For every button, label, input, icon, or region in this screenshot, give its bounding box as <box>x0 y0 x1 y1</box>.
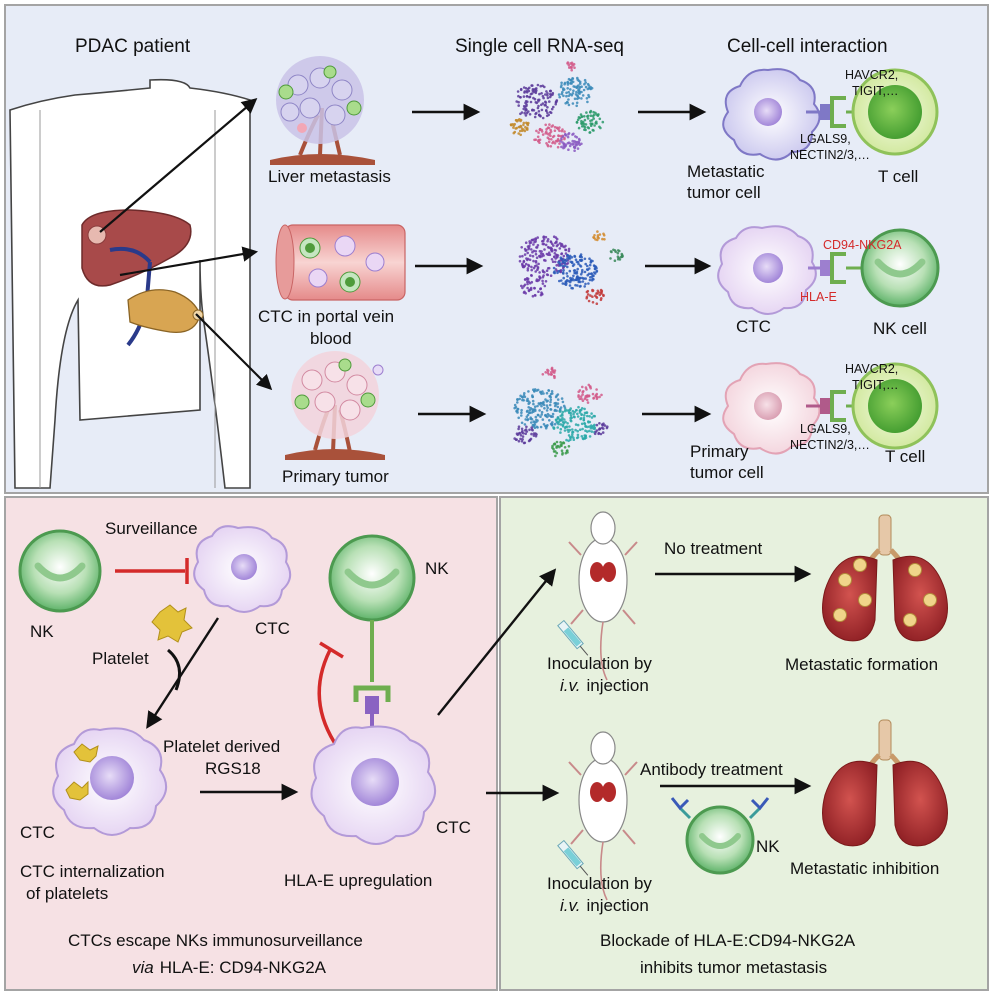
primary-tumor-illustration <box>285 351 385 460</box>
receptor-label-row3-b: TIGIT,… <box>852 378 899 392</box>
ctc-label-internalizing: CTC <box>20 823 55 842</box>
ctc-cell-top <box>193 525 292 613</box>
nk-cell-surveillance <box>18 529 102 613</box>
injection-line-1: i.v. injection <box>560 676 649 695</box>
sample-label-liver: Liver metastasis <box>268 167 391 186</box>
platelet-icon <box>151 604 193 643</box>
right-caption-line1: Blockade of HLA-E:CD94-NKG2A <box>600 931 856 950</box>
antibody-right-icon <box>748 797 770 820</box>
patient-title: PDAC patient <box>75 36 191 57</box>
arrow-to-liver-metastasis <box>99 98 258 233</box>
no-treatment-label: No treatment <box>664 539 763 558</box>
injection-line-2: i.v. injection <box>560 896 649 915</box>
tsne-plot-ctc <box>518 230 624 306</box>
antibody-treatment-label: Antibody treatment <box>640 760 783 779</box>
receptor-label-row1-a: HAVCR2, <box>845 68 898 82</box>
tumor-cell-label-row3-b: tumor cell <box>690 463 764 482</box>
patient-body-illustration <box>9 78 251 489</box>
ctc-label-upregulated: CTC <box>436 818 471 837</box>
nk-label-upregulation: NK <box>425 559 449 578</box>
platelet-derived-label-2: RGS18 <box>205 759 261 778</box>
ctc-cell-internalizing <box>52 727 167 836</box>
arrow-ctc-to-internalization <box>146 617 220 729</box>
inoculation-label-2: Inoculation by <box>547 874 652 893</box>
nk-cell-antibody <box>670 797 770 875</box>
mouse-treated-illustration <box>557 731 638 901</box>
tumor-cell-label-row1-b: tumor cell <box>687 183 761 202</box>
ligand-label-row3-a: LGALS9, <box>800 422 851 436</box>
arrow-to-ctc <box>119 246 259 277</box>
ctc-label-top: CTC <box>255 619 290 638</box>
nk-label-left: NK <box>30 622 54 641</box>
internalization-label-1: CTC internalization <box>20 862 165 881</box>
scrna-title: Single cell RNA-seq <box>455 36 624 57</box>
arrow-to-primary-tumor <box>195 313 273 391</box>
metastatic-inhibition-label: Metastatic inhibition <box>790 859 939 878</box>
ligand-label-row1-b: NECTIN2/3,… <box>790 148 870 162</box>
immune-label-row2: NK cell <box>873 319 927 338</box>
sample-label-primary: Primary tumor <box>282 467 389 486</box>
platelet-label: Platelet <box>92 649 149 668</box>
tumor-cell-label-row1-a: Metastatic <box>687 162 765 181</box>
interaction-row-3 <box>722 362 939 455</box>
injection-word-1: injection <box>586 676 648 695</box>
ligand-label-row1-a: LGALS9, <box>800 132 851 146</box>
left-caption-line1: CTCs escape NKs immunosurveillance <box>68 931 363 950</box>
platelet-derived-label-1: Platelet derived <box>163 737 280 756</box>
liver-metastasis-illustration <box>270 56 375 165</box>
ctc-cell-upregulated <box>310 725 436 845</box>
inoculation-label-1: Inoculation by <box>547 654 652 673</box>
internalization-label-2: of platelets <box>26 884 108 903</box>
ligand-label-row3-b: NECTIN2/3,… <box>790 438 870 452</box>
arrow-to-mouse-untreated <box>437 568 557 716</box>
upregulation-label: HLA-E upregulation <box>284 871 432 890</box>
mouse-untreated-illustration <box>557 511 638 681</box>
right-caption-line2: inhibits tumor metastasis <box>640 958 827 977</box>
ligand-label-row2: HLA-E <box>800 290 837 304</box>
tumor-cell-label-row2: CTC <box>736 317 771 336</box>
nk-cell-upregulation <box>328 534 416 730</box>
iv-italic-1: i.v. <box>560 676 580 695</box>
tsne-plot-primary <box>513 366 609 458</box>
immune-label-row3: T cell <box>885 447 925 466</box>
sample-label-ctc-line2: blood <box>310 329 352 348</box>
surveillance-label: Surveillance <box>105 519 198 538</box>
inhibition-arrow-upregulation <box>317 649 340 749</box>
injection-word-2: injection <box>586 896 648 915</box>
lungs-metastatic-inhibition <box>822 719 948 847</box>
tsne-plot-liver <box>509 61 605 152</box>
via-italic: via <box>132 958 154 977</box>
antibody-left-icon <box>670 797 692 820</box>
receptor-label-row1-b: TIGIT,… <box>852 84 899 98</box>
left-caption-line2: via HLA-E: CD94-NKG2A <box>132 958 327 977</box>
interaction-title: Cell-cell interaction <box>727 36 888 57</box>
platelet-curve <box>166 648 182 691</box>
interaction-row-2 <box>717 225 940 315</box>
portal-vein-illustration <box>275 224 406 301</box>
nk-label-antibody: NK <box>756 837 780 856</box>
metastatic-formation-label: Metastatic formation <box>785 655 938 674</box>
lungs-metastatic-formation <box>822 514 948 642</box>
interaction-row-1 <box>722 68 939 161</box>
receptor-label-row3-a: HAVCR2, <box>845 362 898 376</box>
nk-cell-row2 <box>860 228 940 308</box>
receptor-label-row2: CD94-NKG2A <box>823 238 902 252</box>
immune-label-row1: T cell <box>878 167 918 186</box>
tumor-cell-label-row3-a: Primary <box>690 442 749 461</box>
iv-italic-2: i.v. <box>560 896 580 915</box>
sample-label-ctc-line1: CTC in portal vein <box>258 307 394 326</box>
hla-e-pair: HLA-E: CD94-NKG2A <box>160 958 327 977</box>
